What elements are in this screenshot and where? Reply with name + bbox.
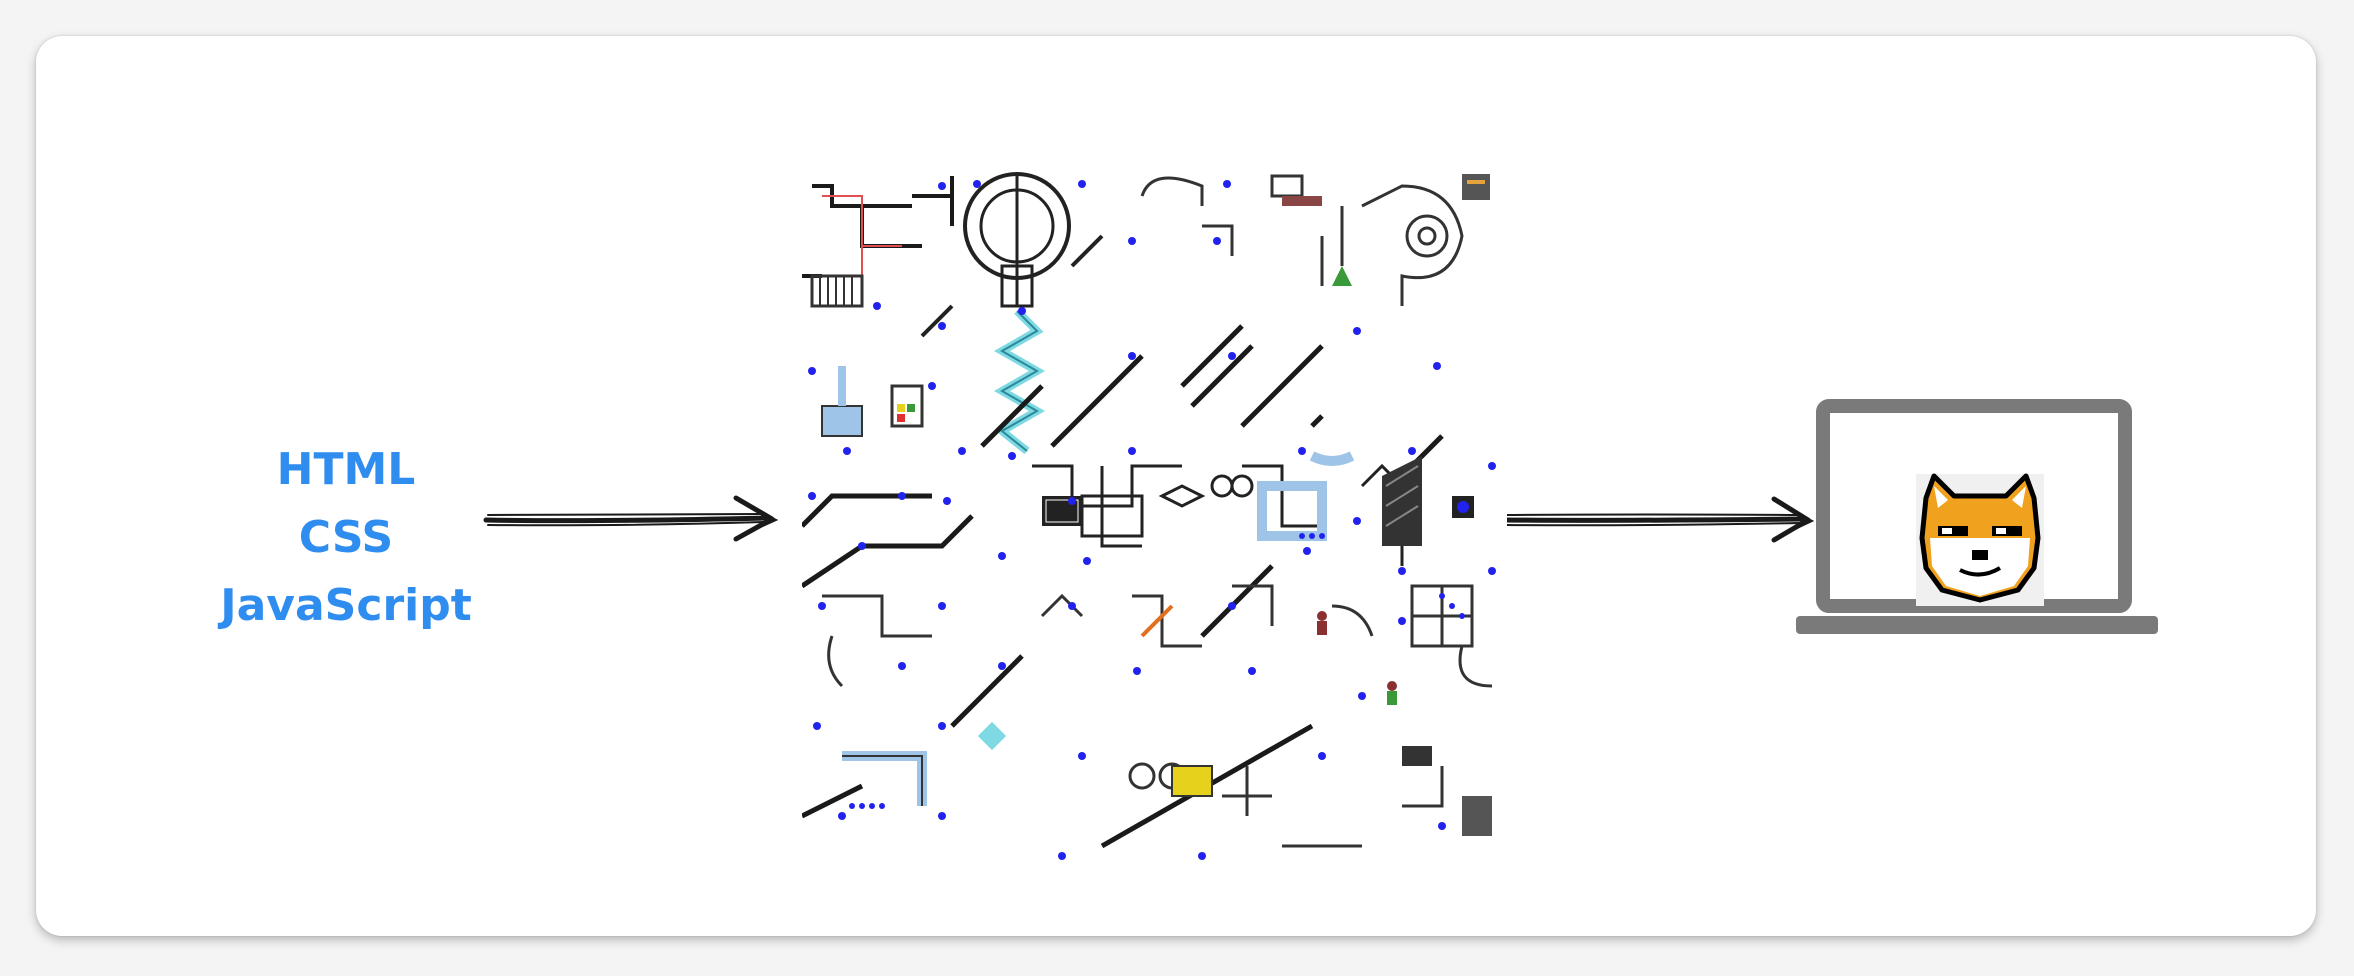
- shiba-doge-pixel-icon: [1916, 473, 2044, 606]
- arrow-left-icon: [483, 495, 779, 542]
- tech-stack-labels: HTML CSS JavaScript: [186, 436, 506, 640]
- rube-goldberg-machine-diagram: [802, 166, 1507, 871]
- laptop-graphic: [1796, 399, 2158, 634]
- diagram-card: HTML CSS JavaScript: [36, 36, 2316, 936]
- laptop-icon: [1796, 398, 2196, 648]
- arrows-layer: [483, 495, 1815, 543]
- label-html: HTML: [276, 444, 416, 495]
- machine-icon: [802, 172, 1496, 860]
- label-css: CSS: [298, 512, 394, 563]
- label-javascript: JavaScript: [220, 580, 472, 631]
- arrow-right-icon: [1501, 496, 1815, 543]
